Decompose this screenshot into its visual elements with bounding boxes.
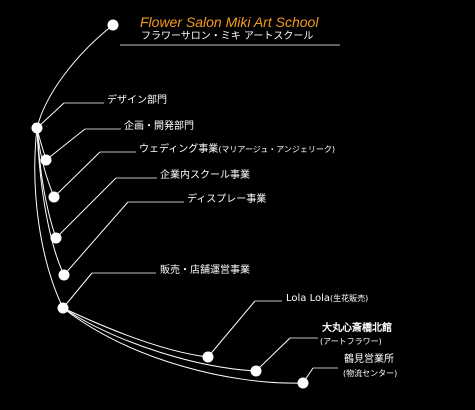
dept-wedding-note: (マリアージュ・アンジェリーク) (218, 145, 336, 154)
node-daimaru (250, 365, 262, 377)
node-corporate (50, 232, 62, 244)
stub-corporate (55, 177, 117, 239)
school-subtitle: フラワーサロン・ミキ アートスクール (141, 31, 314, 42)
dept-planning: 企画・開発部門 (124, 121, 194, 132)
stub-retail (62, 272, 93, 309)
arc-top-to-hub (36, 24, 114, 129)
shop-lola: Lola Lola(生花販売) (286, 294, 368, 304)
stub-lola (207, 300, 256, 358)
school-title: Flower Salon Miki Art School (140, 14, 319, 30)
node-lola (202, 351, 214, 363)
node-hub (31, 122, 43, 134)
node-retail (57, 302, 69, 314)
branch-tsurumi (62, 307, 304, 384)
shop-tsurumi-name: 鶴見営業所 (344, 354, 394, 365)
dept-retail: 販売・店舗運営事業 (160, 265, 250, 276)
dept-display: ディスプレー事業 (187, 194, 267, 205)
shop-lola-note: (生花販売) (330, 294, 369, 303)
stub-daimaru (255, 337, 291, 372)
arc-hub-to-retail (34, 127, 64, 309)
shop-daimaru-name: 大丸心斎橋北館 (322, 323, 392, 334)
branch-lola (62, 307, 209, 358)
branch-corporate (36, 127, 57, 239)
shop-lola-name: Lola Lola (286, 293, 331, 304)
node-root (107, 19, 119, 31)
shop-daimaru-note: (アートフラワー) (320, 337, 382, 346)
node-wedding (48, 191, 60, 203)
stub-planning (45, 128, 86, 161)
stub-display (63, 201, 129, 276)
branch-design (36, 102, 65, 129)
dept-corporate: 企業内スクール事業 (160, 170, 250, 181)
node-display (58, 269, 70, 281)
branch-display (36, 127, 65, 276)
node-planning (40, 154, 52, 166)
dept-wedding-label: ウェディング事業 (139, 144, 219, 155)
node-tsurumi (297, 377, 309, 389)
shop-tsurumi-note: (物流センター) (343, 369, 398, 378)
dept-wedding: ウェディング事業(マリアージュ・アンジェリーク) (139, 145, 335, 155)
branch-daimaru (62, 307, 257, 372)
stub-wedding (53, 151, 101, 198)
dept-design: デザイン部門 (107, 95, 167, 106)
